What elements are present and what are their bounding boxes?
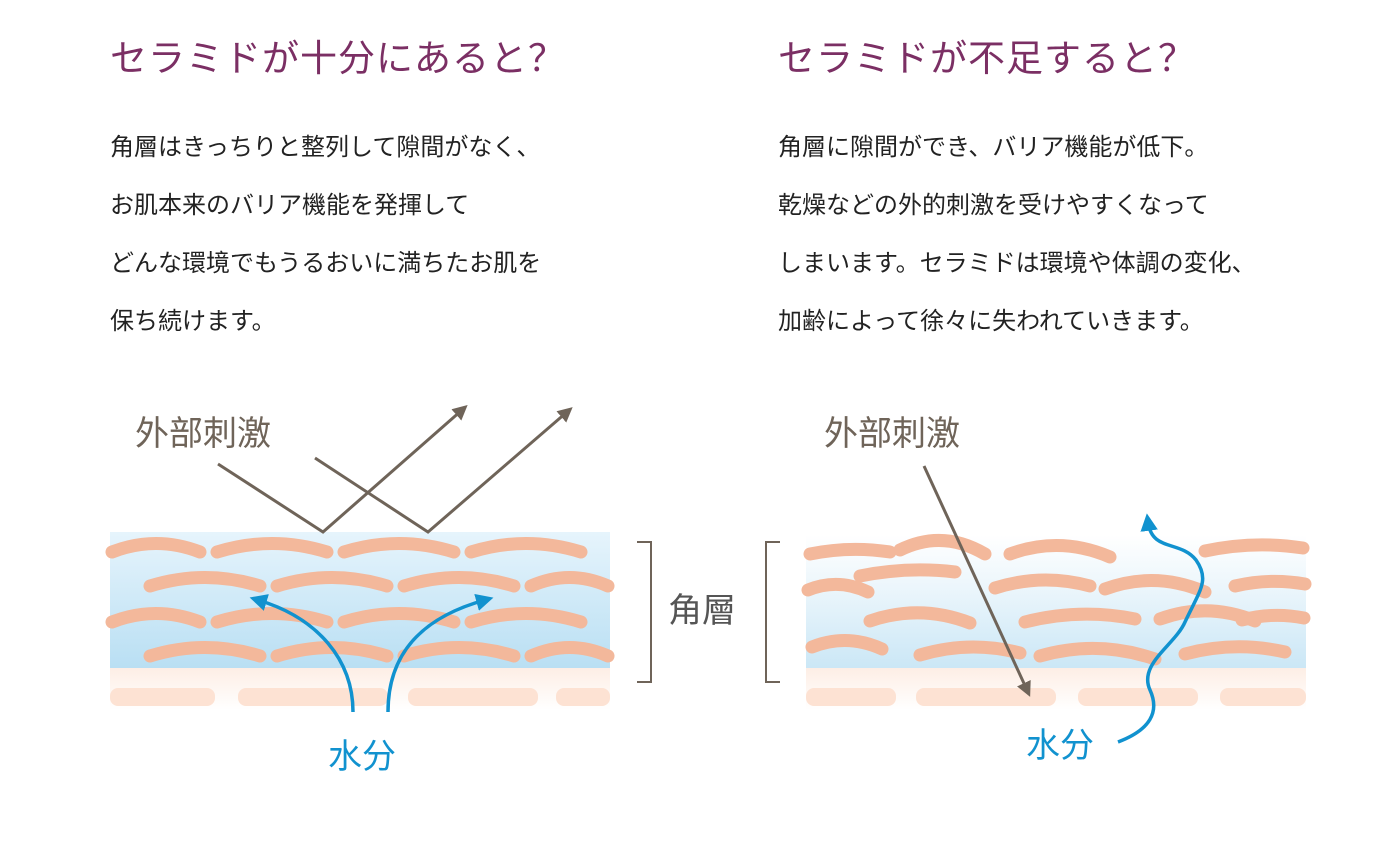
ceramide-cell	[988, 573, 1097, 595]
left-stimulus-arrows	[217, 405, 573, 534]
ceramide-cell	[143, 641, 267, 663]
left-stimulus-label: 外部刺激	[135, 414, 271, 454]
ceramide-cell	[210, 537, 334, 559]
ceramide-cell	[1033, 641, 1162, 666]
ceramide-cell	[210, 607, 334, 629]
stratum-corneum-label: 角層	[668, 591, 736, 631]
right-heading: セラミドが不足すると？	[778, 37, 1196, 80]
right-base-cells	[806, 688, 1306, 706]
ceramide-cell	[105, 607, 207, 629]
ceramide-cell	[863, 606, 977, 630]
ceramide-cell	[464, 607, 588, 629]
ceramide-cell	[1235, 608, 1311, 627]
left-line: 角層はきっちりと整列して隙間がなく、	[110, 133, 541, 161]
right-line: 角層に隙間ができ、バリア機能が低下。	[778, 133, 1209, 161]
ceramide-cell	[805, 634, 889, 656]
ceramide-cell	[1003, 539, 1117, 564]
ceramide-cell	[524, 571, 615, 593]
ceramide-cell	[337, 537, 461, 559]
stratum-brackets	[637, 541, 780, 683]
ceramide-cell	[270, 571, 394, 593]
right-water-arrow	[1117, 513, 1205, 744]
right-line: しまいます。セラミドは環境や体調の変化、	[778, 249, 1256, 277]
left-line: お肌本来のバリア機能を発揮して	[110, 191, 470, 219]
ceramide-cell	[853, 563, 962, 583]
ceramide-cell	[1228, 574, 1312, 593]
right-stimulus-arrow	[922, 465, 1031, 697]
ceramide-cell	[464, 537, 588, 559]
ceramide-cell	[1098, 574, 1212, 599]
ceramide-cell	[801, 577, 875, 599]
right-stimulus-label: 外部刺激	[824, 414, 960, 454]
right-water-label: 水分	[1026, 726, 1094, 766]
left-water-label: 水分	[328, 737, 396, 777]
right-diagram: 外部刺激 水分	[801, 414, 1312, 766]
ceramide-cell	[524, 641, 615, 663]
ceramide-cell	[803, 542, 897, 561]
ceramide-cell	[1018, 607, 1142, 629]
left-line: どんな環境でもうるおいに満ちたお肌を	[110, 249, 542, 277]
ceramide-cell	[143, 571, 267, 593]
ceramide-cell	[105, 537, 207, 559]
ceramide-cell	[1198, 538, 1310, 558]
ceramide-cell	[397, 641, 521, 663]
left-heading: セラミドが十分にあると？	[110, 37, 566, 80]
left-water-arrows	[249, 593, 494, 713]
ceramide-cell	[893, 534, 992, 561]
right-line: 乾燥などの外的刺激を受けやすくなって	[778, 191, 1209, 219]
right-description: 角層に隙間ができ、バリア機能が低下。 乾燥などの外的刺激を受けやすくなって しま…	[778, 118, 1256, 350]
left-base-cells	[110, 688, 610, 706]
left-description: 角層はきっちりと整列して隙間がなく、 お肌本来のバリア機能を発揮して どんな環境…	[110, 118, 541, 350]
left-diagram: 外部刺激 水分	[105, 405, 615, 777]
ceramide-cell	[1178, 640, 1292, 661]
right-line: 加齢によって徐々に失われていきます。	[778, 307, 1204, 335]
ceramide-cell	[397, 571, 521, 593]
left-line: 保ち続けます。	[110, 307, 276, 335]
